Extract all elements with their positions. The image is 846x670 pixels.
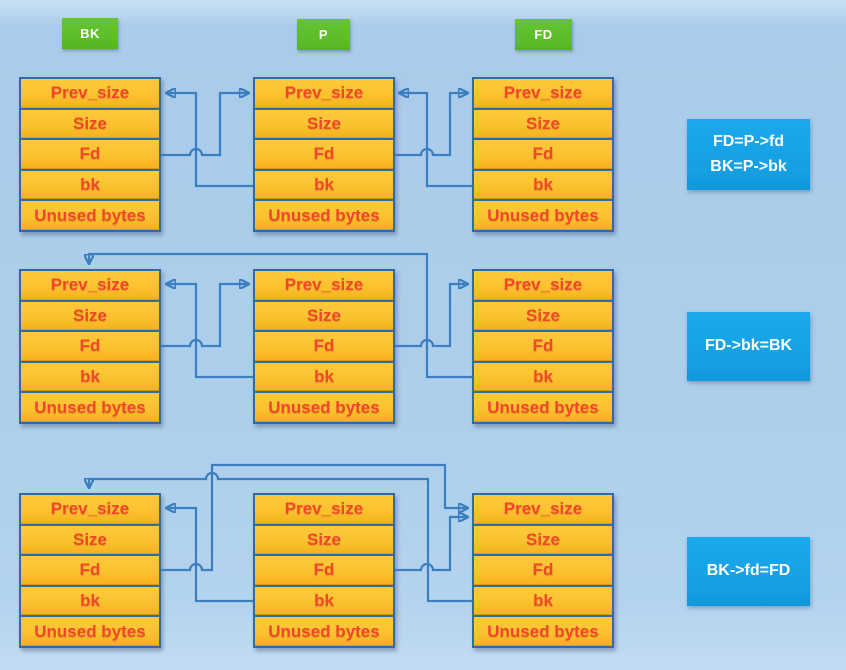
field-size: Size [255, 525, 393, 557]
field-size: Size [21, 109, 159, 141]
field-unused-bytes: Unused bytes [21, 201, 159, 230]
field-prev-size: Prev_size [255, 271, 393, 302]
chunk-bk-row2: Prev_size Size Fd bk Unused bytes [19, 269, 161, 424]
field-unused-bytes: Unused bytes [255, 201, 393, 230]
field-fd: Fd [255, 140, 393, 171]
chunk-p-row1: Prev_size Size Fd bk Unused bytes [253, 77, 395, 232]
column-header-fd: FD [515, 19, 572, 50]
arrow-p-bk-to-bk-row1 [167, 93, 253, 188]
annotation-step3: BK->fd=FD [687, 537, 810, 606]
column-header-p: P [297, 19, 350, 50]
field-size: Size [255, 109, 393, 141]
field-fd: Fd [474, 556, 612, 587]
arrow-bk-fd-to-p-row1 [161, 93, 248, 157]
field-bk: bk [255, 586, 393, 618]
field-fd: Fd [255, 556, 393, 587]
arrow-p-fd-to-fd-row1 [395, 93, 467, 157]
arrow-bk-fd-to-p-row2 [161, 284, 248, 348]
chunk-fd-row3: Prev_size Size Fd bk Unused bytes [472, 493, 614, 648]
field-unused-bytes: Unused bytes [255, 617, 393, 646]
annotation-step2: FD->bk=BK [687, 312, 810, 381]
field-size: Size [474, 109, 612, 141]
chunk-p-row2: Prev_size Size Fd bk Unused bytes [253, 269, 395, 424]
chunk-bk-row3: Prev_size Size Fd bk Unused bytes [19, 493, 161, 648]
field-unused-bytes: Unused bytes [21, 617, 159, 646]
field-prev-size: Prev_size [21, 271, 159, 302]
field-size: Size [21, 301, 159, 333]
field-unused-bytes: Unused bytes [474, 393, 612, 422]
arrow-p-fd-to-fd-row2 [395, 284, 467, 348]
field-unused-bytes: Unused bytes [474, 201, 612, 230]
field-bk: bk [21, 362, 159, 394]
arrow-p-bk-to-bk-row3 [167, 508, 253, 603]
field-fd: Fd [21, 556, 159, 587]
field-bk: bk [474, 586, 612, 618]
field-size: Size [21, 525, 159, 557]
arrow-p-fd-to-fd-row3 [395, 517, 467, 572]
field-prev-size: Prev_size [255, 495, 393, 526]
field-bk: bk [474, 362, 612, 394]
field-bk: bk [21, 586, 159, 618]
field-prev-size: Prev_size [21, 495, 159, 526]
field-prev-size: Prev_size [474, 271, 612, 302]
field-prev-size: Prev_size [474, 495, 612, 526]
annotation-step1: FD=P->fd BK=P->bk [687, 119, 810, 190]
field-bk: bk [474, 170, 612, 202]
field-fd: Fd [21, 332, 159, 363]
annotation-step3-line1: BK->fd=FD [706, 562, 791, 580]
field-bk: bk [255, 362, 393, 394]
field-size: Size [474, 301, 612, 333]
field-fd: Fd [474, 332, 612, 363]
field-bk: bk [21, 170, 159, 202]
annotation-step2-line1: FD->bk=BK [704, 337, 793, 355]
field-size: Size [255, 301, 393, 333]
field-prev-size: Prev_size [255, 79, 393, 110]
field-fd: Fd [21, 140, 159, 171]
field-size: Size [474, 525, 612, 557]
chunk-p-row3: Prev_size Size Fd bk Unused bytes [253, 493, 395, 648]
arrow-fd-bk-to-p-row1 [400, 93, 472, 188]
chunk-fd-row1: Prev_size Size Fd bk Unused bytes [472, 77, 614, 232]
field-prev-size: Prev_size [21, 79, 159, 110]
field-unused-bytes: Unused bytes [255, 393, 393, 422]
chunk-fd-row2: Prev_size Size Fd bk Unused bytes [472, 269, 614, 424]
field-bk: bk [255, 170, 393, 202]
field-prev-size: Prev_size [474, 79, 612, 110]
field-fd: Fd [474, 140, 612, 171]
chunk-bk-row1: Prev_size Size Fd bk Unused bytes [19, 77, 161, 232]
annotation-step1-line1: FD=P->fd [712, 132, 785, 150]
column-header-bk: BK [62, 18, 118, 49]
field-fd: Fd [255, 332, 393, 363]
field-unused-bytes: Unused bytes [474, 617, 612, 646]
field-unused-bytes: Unused bytes [21, 393, 159, 422]
annotation-step1-line2: BK=P->bk [710, 157, 787, 175]
arrow-p-bk-to-bk-row2 [167, 284, 253, 379]
